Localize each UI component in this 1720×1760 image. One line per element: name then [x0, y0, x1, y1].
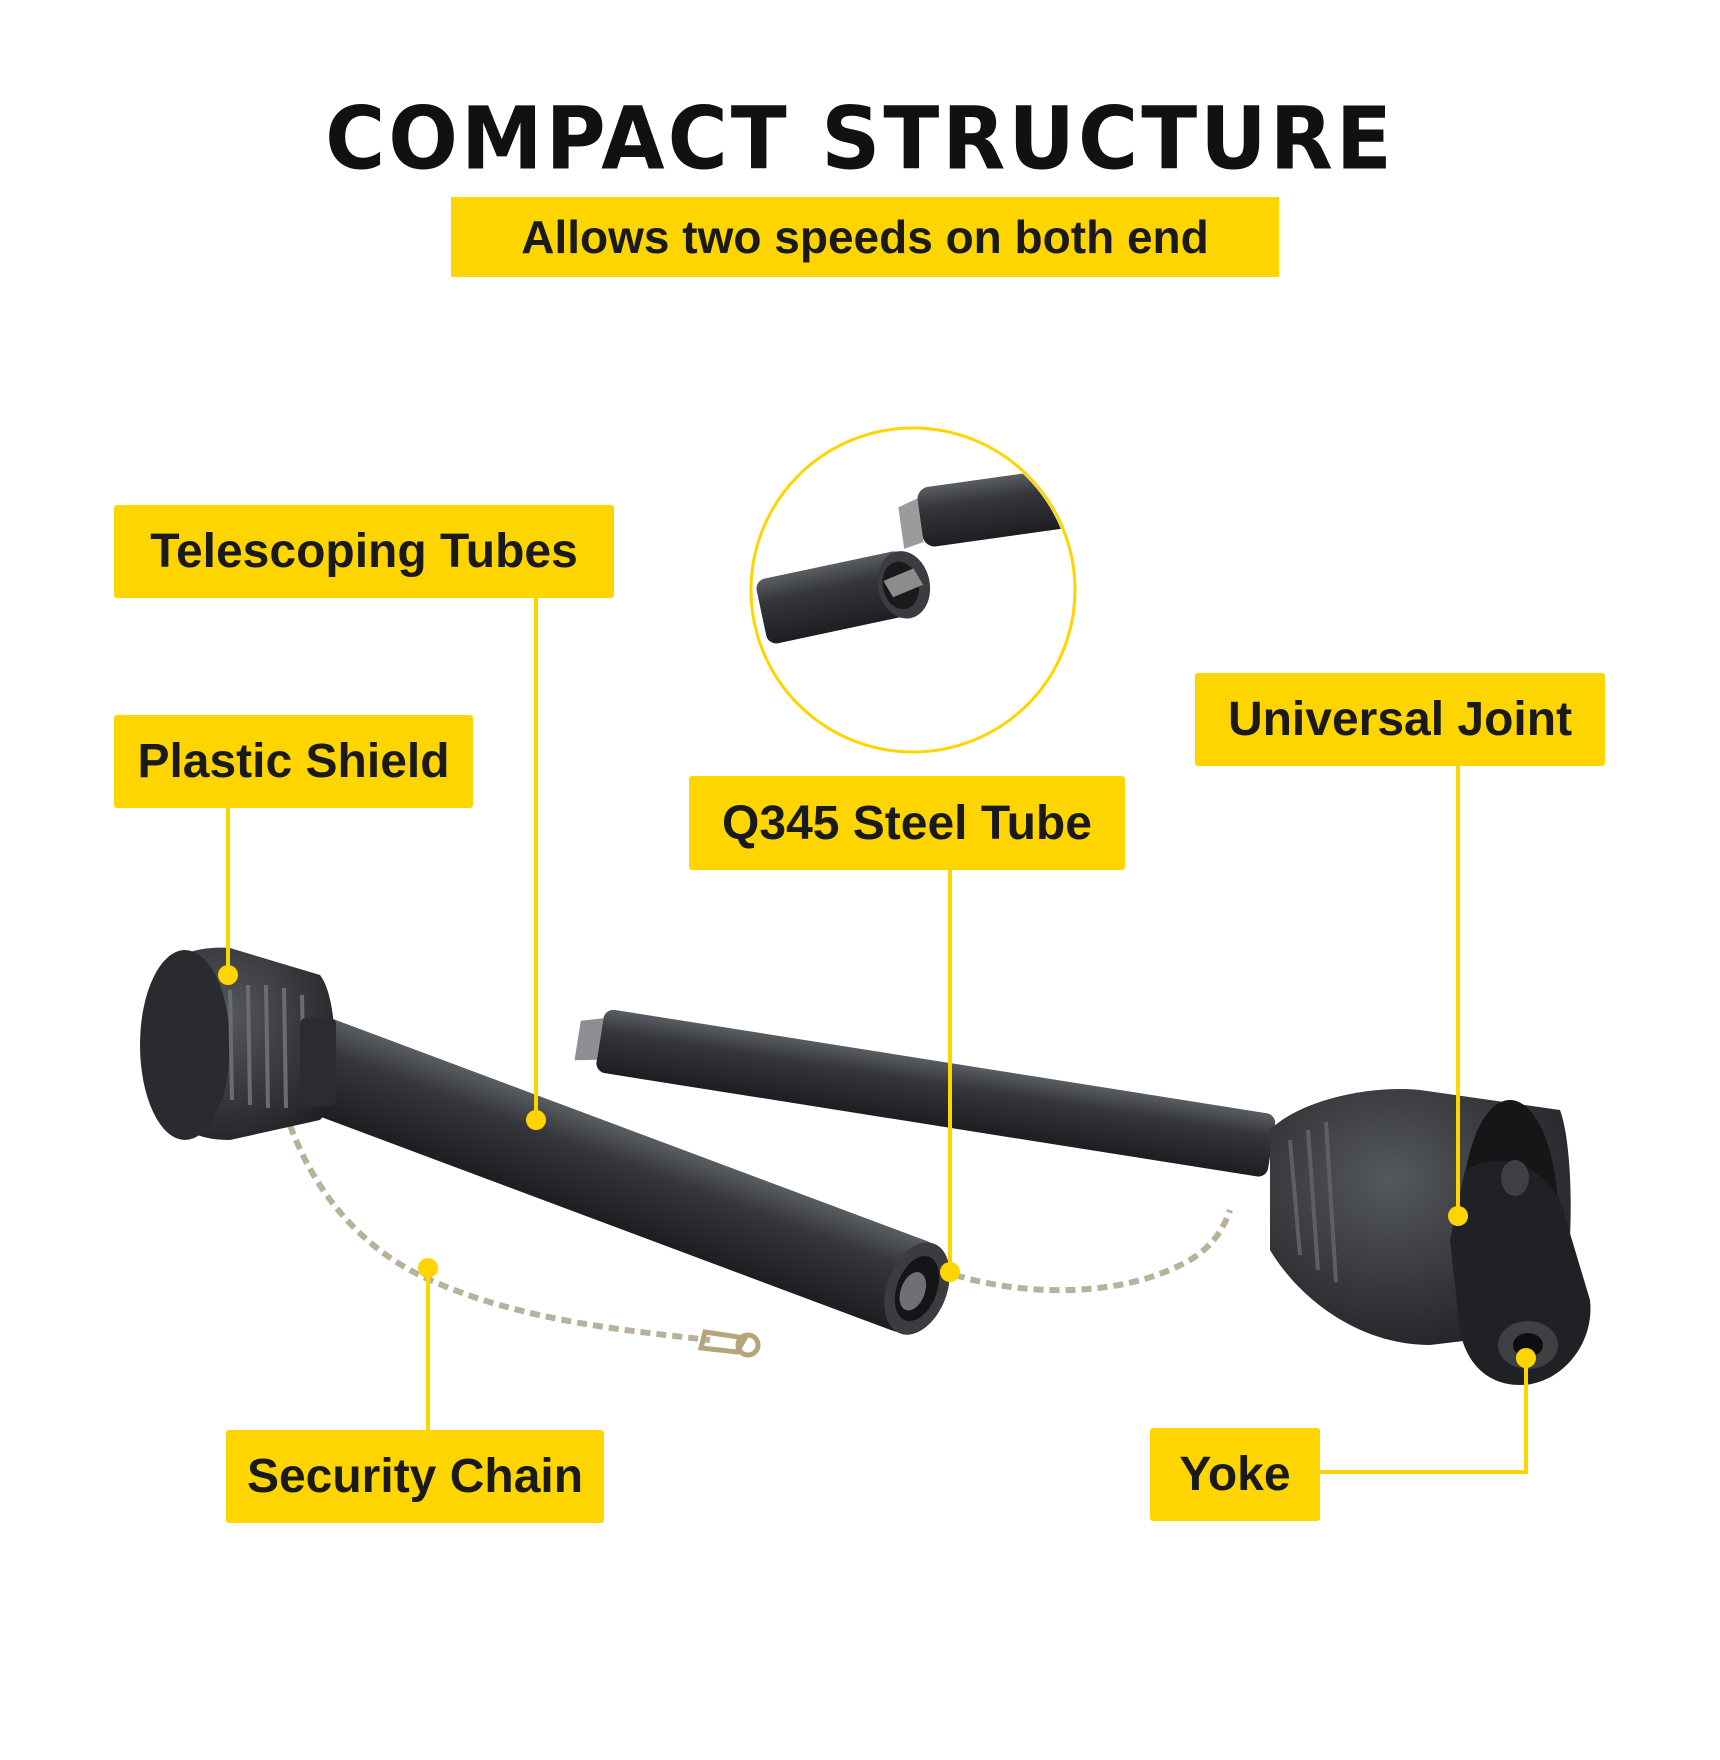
tube-detail-circle	[749, 426, 1077, 754]
outer-shaft-assembly	[140, 947, 950, 1335]
security-chain-left	[282, 1109, 711, 1343]
security-chain-right	[954, 1209, 1233, 1294]
callout-q345-steel-tube: Q345 Steel Tube	[689, 776, 1125, 870]
page-title: COMPACT STRUCTURE	[325, 89, 1395, 190]
callout-dots	[218, 965, 1536, 1368]
callout-universal-joint: Universal Joint	[1195, 673, 1605, 766]
callout-security-chain: Security Chain	[226, 1430, 604, 1523]
callout-telescoping-tubes: Telescoping Tubes	[114, 505, 614, 598]
inner-shaft-assembly	[574, 1009, 1591, 1385]
subtitle-banner: Allows two speeds on both end	[451, 197, 1279, 277]
callout-leaders	[226, 598, 1528, 1474]
callout-yoke: Yoke	[1150, 1428, 1320, 1521]
callout-plastic-shield: Plastic Shield	[114, 715, 473, 808]
